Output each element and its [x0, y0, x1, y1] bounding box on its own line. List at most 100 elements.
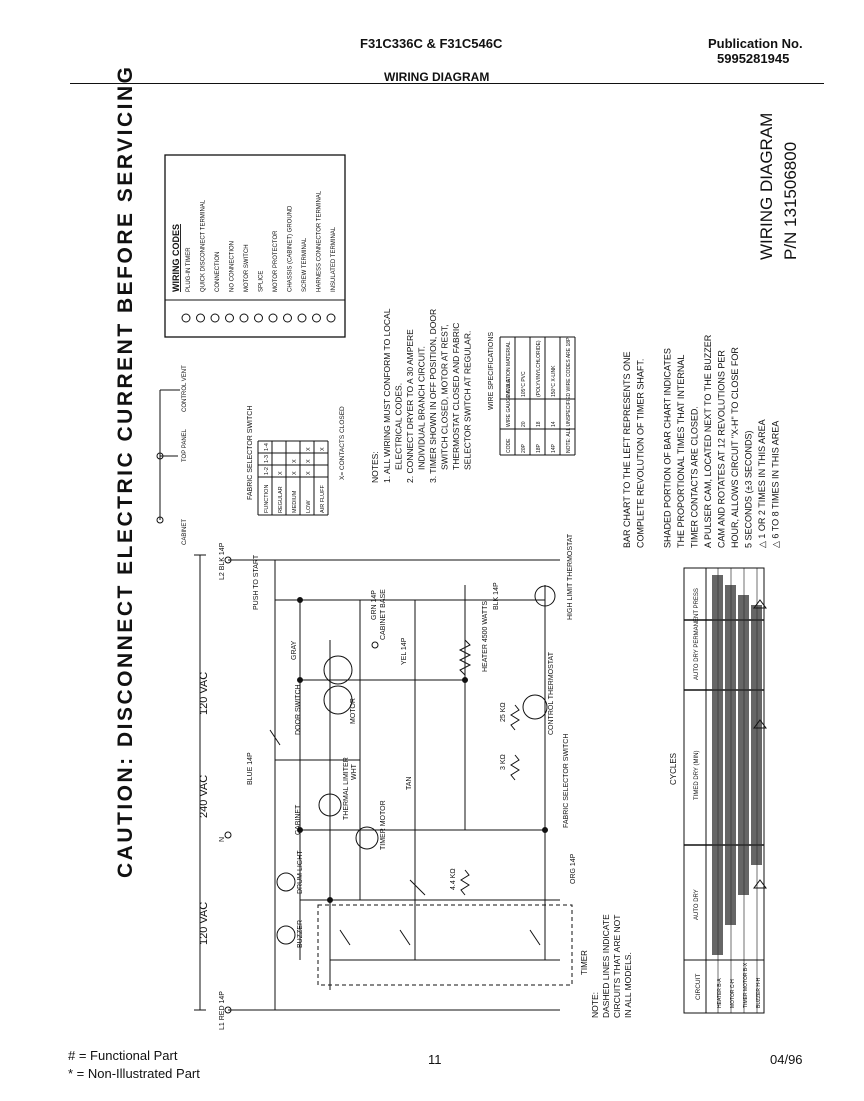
label-control-thermostat: CONTROL THERMOSTAT [548, 651, 555, 735]
wiring-code-item: SCREW TERMINAL [302, 237, 308, 292]
wiring-code-item: QUICK DISCONNECT TERMINAL [201, 199, 207, 292]
fabric-selector-table: FABRIC SELECTOR SWITCH FUNCTION1-21-31-4… [247, 406, 346, 516]
label-wire-org: ORG 14P [570, 853, 577, 884]
wiring-code-symbol-icon [283, 313, 292, 323]
wiring-code-symbol-icon [210, 313, 220, 323]
label-push-to-start: PUSH TO START [253, 554, 260, 610]
fabric-selector-cell: X [278, 471, 284, 475]
note-line-3: 3. TIMER SHOWN IN OFF POSITION, DOOR [428, 309, 438, 483]
bar-chart-note-line: THE PROPORTIONAL TIMES THAT INTERNAL [676, 355, 686, 548]
bar-chart-notes: BAR CHART TO THE LEFT REPRESENTS ONE COMP… [622, 334, 781, 548]
fabric-selector-title: FABRIC SELECTOR SWITCH [247, 406, 254, 500]
wiring-code-item: HARNESS CONNECTOR TERMINAL [317, 190, 323, 292]
wiring-code-symbol-icon [225, 313, 234, 323]
bar-chart-note-line: A PULSER CAM, LOCATED NEXT TO THE BUZZER [703, 334, 713, 548]
label-l1: L1 RED 14P [219, 991, 226, 1030]
label-wire-gray: GRAY [291, 640, 298, 660]
wiring-code-symbol-icon [254, 313, 263, 323]
wiring-code-item: MOTOR PROTECTOR [273, 230, 279, 292]
note-line-1: ELECTRICAL CODES. [394, 383, 404, 470]
cycle-circuit-label: TIMER MOTOR B-X [743, 962, 749, 1008]
label-motor: MOTOR [350, 698, 357, 724]
label-thermal-limiter: THERMAL LIMITER [343, 757, 350, 820]
wiring-code-item: CONNECTION [215, 252, 221, 292]
wiring-codes-title: WIRING CODES [171, 224, 181, 292]
fabric-selector-cell: X [306, 459, 312, 463]
schematic-labels: 240 VAC 120 VAC 120 VAC L1 RED 14P L2 BL… [198, 533, 589, 1030]
model-number: F31C336C & F31C546C [360, 36, 503, 51]
dashed-note-line: IN ALL MODELS. [623, 952, 633, 1018]
wiring-code-symbol-icon [326, 313, 336, 323]
wire-spec-cell: 14P [551, 443, 557, 453]
label-hi-limit: HIGH LIMIT THERMOSTAT [567, 533, 574, 620]
bar-chart-note-line: SHADED PORTION OF BAR CHART INDICATES [663, 348, 673, 548]
wire-spec-cell: 20P [521, 443, 527, 453]
wiring-code-item: PLUG-IN TIMER [186, 247, 192, 292]
page-title: WIRING DIAGRAM [384, 70, 490, 84]
gnd-cabinet: CABINET [182, 519, 188, 545]
bar-chart-note-line: HOUR, ALLOWS CIRCUIT "X-H" TO CLOSE FOR [730, 347, 740, 548]
dashed-note-line: DASHED LINES INDICATE [601, 914, 611, 1018]
circuit-label: CIRCUIT [695, 974, 702, 1000]
label-120vac-b: 120 VAC [198, 902, 210, 945]
wire-spec-cell: 105°C PVC [521, 371, 527, 397]
wire-spec-cell: 14 [551, 421, 557, 427]
wiring-code-item: INSULATED TERMINAL [331, 226, 337, 292]
page-number: 11 [428, 1052, 442, 1067]
bar-chart-note-line: 5 SECONDS (±3 SECONDS) [744, 431, 754, 548]
wire-spec-header: CODE [506, 438, 512, 453]
schematic [194, 554, 573, 1014]
wiring-codes-box: WIRING CODES PLUG-IN TIMER QUICK DISCONNE… [164, 154, 346, 338]
fabric-selector-cell: REGULAR [278, 486, 284, 513]
wiring-code-symbol-icon [181, 313, 191, 323]
wire-spec-title: WIRE SPECIFICATIONS [488, 332, 495, 410]
notes-block: NOTES: 1. ALL WIRING MUST CONFORM TO LOC… [370, 308, 473, 483]
label-heater: HEATER 4500 WATTS [482, 601, 489, 672]
label-wire-grn: GRN 14P [371, 590, 378, 620]
fabric-selector-cell: X [292, 459, 298, 463]
wire-spec-cell: 150°C X-LINK [551, 365, 557, 397]
bar-chart-note-line: △ 6 TO 8 TIMES IN THIS AREA [771, 421, 781, 548]
cycle-bar [738, 595, 749, 895]
bar-chart-note-line: BAR CHART TO THE LEFT REPRESENTS ONE [622, 351, 632, 548]
wiring-code-symbol-icon [312, 313, 321, 323]
label-wire-wht: WHT [351, 763, 358, 780]
fabric-selector-note: X= CONTACTS CLOSED [339, 406, 346, 480]
caution-heading: CAUTION: DISCONNECT ELECTRIC CURRENT BEF… [114, 65, 137, 878]
wiring-code-item: CHASSIS (CABINET) GROUND [288, 205, 294, 292]
gnd-control-vent: CONTROL VENT [182, 365, 188, 412]
fabric-selector-header: FUNCTION [264, 485, 270, 513]
wire-spec-cell: 20 [521, 421, 527, 427]
wiring-code-symbol-icon [297, 313, 307, 323]
cycle-bar [712, 575, 723, 955]
cycle-seg-timed: TIMED DRY (MIN) [694, 751, 700, 800]
label-n: N [219, 837, 226, 842]
label-cabinet: CABINET [295, 804, 302, 835]
fabric-selector-header: 1-3 [264, 455, 270, 463]
wire-spec-note: NOTE: ALL UNSPECIFIED WIRE CODES ARE 18P [566, 337, 572, 453]
wire-spec-cell: 18P [536, 443, 542, 453]
cycle-circuit-label: BUZZER H-H [756, 977, 762, 1008]
note-line-1: 1. ALL WIRING MUST CONFORM TO LOCAL [382, 308, 392, 483]
label-l2: L2 BLK 14P [219, 542, 226, 580]
label-fabric-switch: FABRIC SELECTOR SWITCH [563, 734, 570, 828]
label-res-25k: 25 KΩ [500, 702, 507, 722]
wire-spec-header: WIRE GAUGE A.W.G. [506, 378, 512, 427]
dashed-note-line: CIRCUITS THAT ARE NOT [612, 915, 622, 1018]
label-buzzer: BUZZER [297, 920, 304, 948]
label-wire-blue: BLUE 14P [247, 752, 254, 785]
fabric-selector-header: 1-4 [264, 443, 270, 451]
publication-label: Publication No. [708, 36, 803, 51]
fabric-selector-cell: AIR FLUFF [320, 485, 326, 513]
label-wire-tan: TAN [406, 777, 413, 790]
dashed-note-line: NOTE: [590, 992, 600, 1018]
cycle-bar [725, 585, 736, 925]
bar-chart-note-line: COMPLETE REVOLUTION OF TIMER SHAFT. [636, 359, 646, 548]
fabric-selector-cell: X [320, 447, 326, 451]
label-door-switch: DOOR SWITCH [295, 684, 302, 735]
footer-date: 04/96 [770, 1052, 803, 1067]
label-wire-yel: YEL 14P [401, 637, 408, 665]
gnd-top-panel: TOP PANEL [182, 428, 188, 462]
footer-non-illustrated: * = Non-Illustrated Part [68, 1066, 200, 1081]
